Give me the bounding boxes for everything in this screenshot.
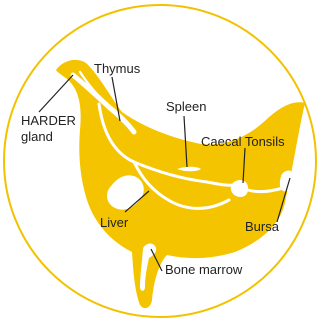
harder-gland-label-line2: gland <box>21 129 53 144</box>
caecal-tonsils-label: Caecal Tonsils <box>201 134 285 149</box>
bone-marrow-label: Bone marrow <box>165 262 243 277</box>
bursa-label: Bursa <box>245 219 280 234</box>
harder-gland-leader-line <box>39 75 73 112</box>
spleen-label: Spleen <box>166 99 206 114</box>
harder-gland-label-line1: HARDER <box>21 113 76 128</box>
thymus-label: Thymus <box>94 61 141 76</box>
liver-label: Liver <box>100 215 129 230</box>
